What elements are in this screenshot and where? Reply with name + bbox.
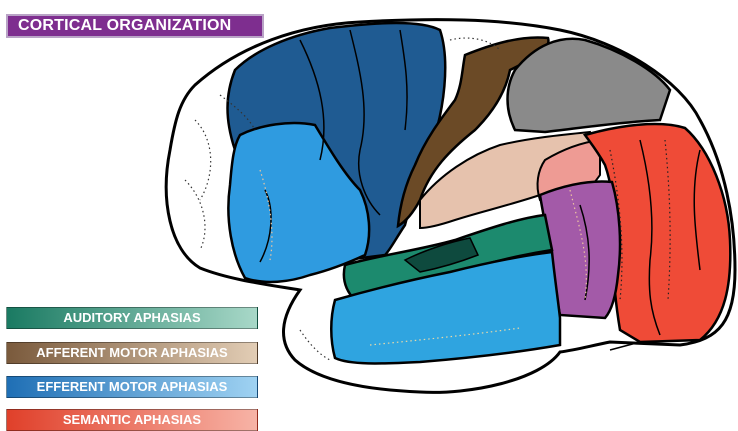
legend-efferent-motor-aphasias: EFFERENT MOTOR APHASIAS xyxy=(6,376,258,398)
legend-auditory-aphasias: AUDITORY APHASIAS xyxy=(6,307,258,329)
region-somatosensory-gray xyxy=(508,39,671,132)
legend-afferent-motor-aphasias: AFFERENT MOTOR APHASIAS xyxy=(6,342,258,364)
title-banner: CORTICAL ORGANIZATION xyxy=(6,14,264,38)
